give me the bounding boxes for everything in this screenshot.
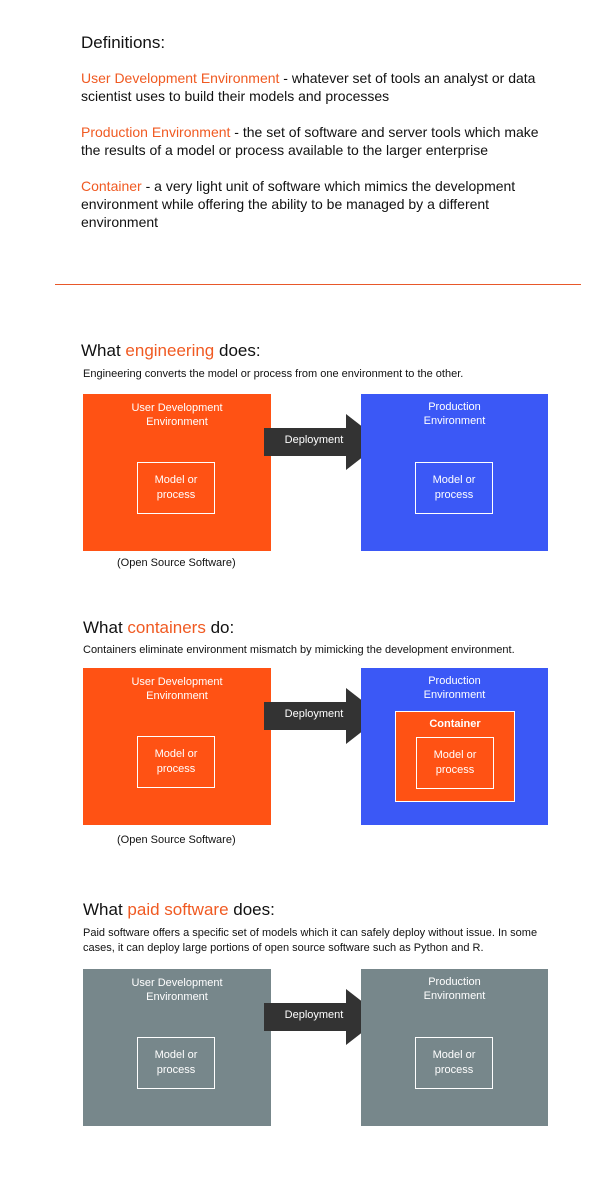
model-or-process-box: Model or process bbox=[416, 737, 494, 789]
open-source-footnote: (Open Source Software) bbox=[117, 834, 236, 846]
box-label: Production Environment bbox=[423, 401, 486, 427]
user-dev-env-box: User Development Environment Model or pr… bbox=[83, 969, 271, 1126]
model-or-process-box: Model or process bbox=[137, 736, 215, 788]
title-prefix: What bbox=[83, 618, 128, 637]
container-label: Container bbox=[429, 718, 481, 730]
deployment-label: Deployment bbox=[284, 1009, 344, 1021]
box-label: Production Environment bbox=[423, 976, 486, 1002]
model-or-process-box: Model or process bbox=[137, 462, 215, 514]
deployment-arrow bbox=[264, 414, 382, 470]
box-label: Production Environment bbox=[423, 675, 486, 701]
definition-user-dev-env: User Development Environment - whatever … bbox=[81, 69, 551, 105]
production-env-box: Production Environment Model or process bbox=[361, 969, 548, 1126]
model-or-process-box: Model or process bbox=[137, 1037, 215, 1089]
user-dev-env-box: User Development Environment Model or pr… bbox=[83, 668, 271, 825]
definitions-heading: Definitions: bbox=[81, 33, 166, 52]
definition-text: - whatever set of tools an analyst or da… bbox=[81, 70, 536, 104]
definition-term: Production Environment bbox=[81, 124, 231, 140]
definition-text: - the set of software and server tools w… bbox=[81, 124, 539, 158]
deployment-label: Deployment bbox=[284, 708, 344, 720]
title-accent: containers bbox=[127, 618, 206, 637]
section-title-engineering: What engineering does: bbox=[81, 341, 261, 361]
box-label: User Development Environment bbox=[131, 977, 223, 1003]
title-suffix: do: bbox=[205, 618, 235, 637]
title-prefix: What bbox=[81, 341, 126, 360]
model-or-process-box: Model or process bbox=[415, 462, 493, 514]
section-divider bbox=[55, 284, 581, 285]
container-box: Container Model or process bbox=[395, 711, 515, 802]
box-label: User Development Environment bbox=[131, 676, 223, 702]
title-accent: paid software bbox=[127, 900, 229, 919]
title-accent: engineering bbox=[125, 341, 215, 360]
title-prefix: What bbox=[83, 900, 128, 919]
section-title-containers: What containers do: bbox=[83, 618, 234, 638]
model-or-process-box: Model or process bbox=[415, 1037, 493, 1089]
deployment-arrow bbox=[264, 688, 382, 744]
open-source-footnote: (Open Source Software) bbox=[117, 557, 236, 569]
definition-term: Container bbox=[81, 178, 142, 194]
deployment-arrow bbox=[264, 989, 382, 1045]
section-description: Containers eliminate environment mismatc… bbox=[83, 644, 515, 656]
section-description: Engineering converts the model or proces… bbox=[83, 368, 464, 380]
box-label: User Development Environment bbox=[131, 402, 223, 428]
deployment-label: Deployment bbox=[284, 434, 344, 446]
section-title-paid-software: What paid software does: bbox=[83, 900, 275, 920]
title-suffix: does: bbox=[228, 900, 275, 919]
production-env-box: Production Environment Model or process bbox=[361, 394, 548, 551]
title-suffix: does: bbox=[214, 341, 261, 360]
user-dev-env-box: User Development Environment Model or pr… bbox=[83, 394, 271, 551]
definition-production-env: Production Environment - the set of soft… bbox=[81, 123, 551, 159]
production-env-box: Production Environment Container Model o… bbox=[361, 668, 548, 825]
section-description: Paid software offers a specific set of m… bbox=[83, 927, 538, 954]
definition-container: Container - a very light unit of softwar… bbox=[81, 177, 551, 231]
definition-text: - a very light unit of software which mi… bbox=[81, 178, 516, 230]
definition-term: User Development Environment bbox=[81, 70, 280, 86]
